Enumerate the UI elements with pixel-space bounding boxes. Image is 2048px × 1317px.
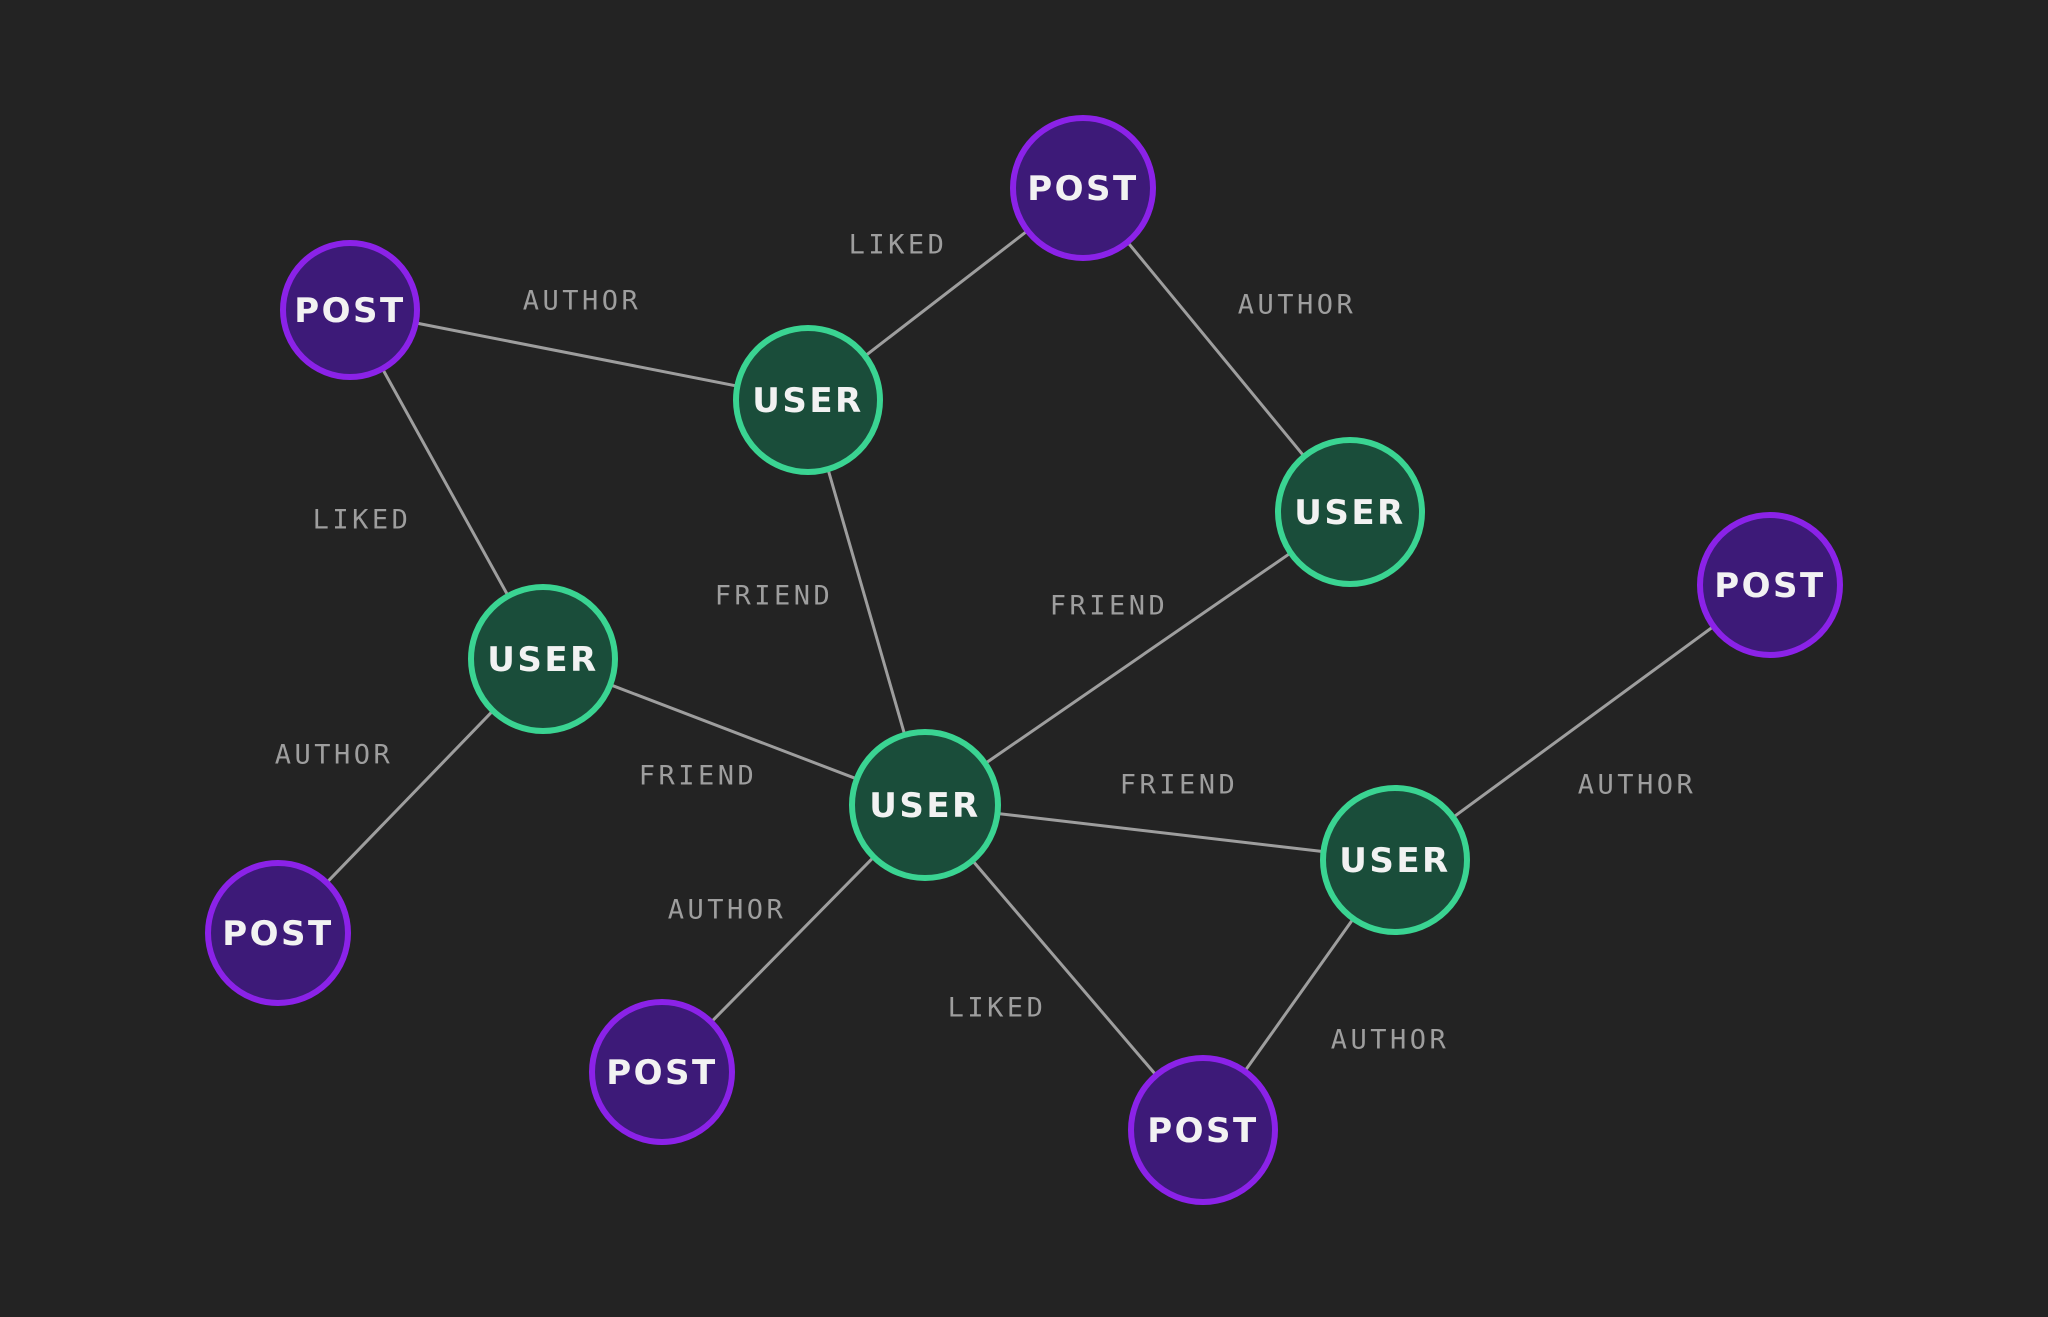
edge-label-author: AUTHOR: [668, 895, 787, 926]
edge-label-liked: LIKED: [313, 505, 412, 536]
node-circle-user[interactable]: [1320, 785, 1470, 935]
edge-author-6[interactable]: [325, 709, 494, 884]
node-user-user_center[interactable]: USER: [849, 729, 1001, 881]
node-post-post_left[interactable]: POST: [205, 860, 351, 1006]
node-user-user_upper[interactable]: USER: [733, 325, 883, 475]
edge-author-9[interactable]: [1452, 625, 1715, 819]
edge-author-0[interactable]: [415, 321, 738, 388]
node-circle-user[interactable]: [1275, 437, 1425, 587]
edge-author-2[interactable]: [1126, 241, 1306, 458]
node-user-user_left[interactable]: USER: [468, 584, 618, 734]
edge-author-12[interactable]: [1243, 917, 1355, 1073]
edge-liked-11[interactable]: [971, 859, 1158, 1077]
edge-label-author: AUTHOR: [1238, 290, 1357, 321]
node-post-post_top[interactable]: POST: [1010, 115, 1156, 261]
nodes-group: POST POST POST POST POST POST USER USER USER USER…: [205, 115, 1843, 1205]
node-circle-post[interactable]: [280, 240, 420, 380]
node-circle-post[interactable]: [1010, 115, 1156, 261]
edge-label-friend: FRIEND: [639, 761, 758, 792]
edge-label-friend: FRIEND: [715, 581, 834, 612]
node-circle-user[interactable]: [733, 325, 883, 475]
node-circle-user[interactable]: [468, 584, 618, 734]
node-user-user_topright[interactable]: USER: [1275, 437, 1425, 587]
edge-label-author: AUTHOR: [1331, 1025, 1450, 1056]
edge-friend-4[interactable]: [826, 468, 906, 736]
node-user-user_right[interactable]: USER: [1320, 785, 1470, 935]
node-post-post_right[interactable]: POST: [1697, 512, 1843, 658]
edge-label-author: AUTHOR: [523, 286, 642, 317]
node-circle-post[interactable]: [1128, 1055, 1278, 1205]
node-post-post_bottomleft[interactable]: POST: [589, 999, 735, 1145]
edge-label-friend: FRIEND: [1120, 770, 1239, 801]
edge-liked-1[interactable]: [864, 229, 1029, 357]
node-circle-user[interactable]: [849, 729, 1001, 881]
node-post-post_bottom[interactable]: POST: [1128, 1055, 1278, 1205]
edges-group: [325, 229, 1715, 1077]
edge-label-author: AUTHOR: [275, 740, 394, 771]
edge-label-friend: FRIEND: [1050, 591, 1169, 622]
edge-label-liked: LIKED: [849, 230, 948, 261]
edge-author-10[interactable]: [710, 856, 875, 1023]
node-post-post_topleft[interactable]: POST: [280, 240, 420, 380]
node-circle-post[interactable]: [205, 860, 351, 1006]
edge-friend-8[interactable]: [996, 812, 1324, 854]
edge-label-liked: LIKED: [948, 993, 1047, 1024]
node-circle-post[interactable]: [589, 999, 735, 1145]
edge-label-author: AUTHOR: [1578, 770, 1697, 801]
edge-friend-5[interactable]: [984, 551, 1292, 765]
edge-liked-3[interactable]: [381, 368, 510, 597]
node-circle-post[interactable]: [1697, 512, 1843, 658]
edge-friend-7[interactable]: [609, 683, 858, 781]
